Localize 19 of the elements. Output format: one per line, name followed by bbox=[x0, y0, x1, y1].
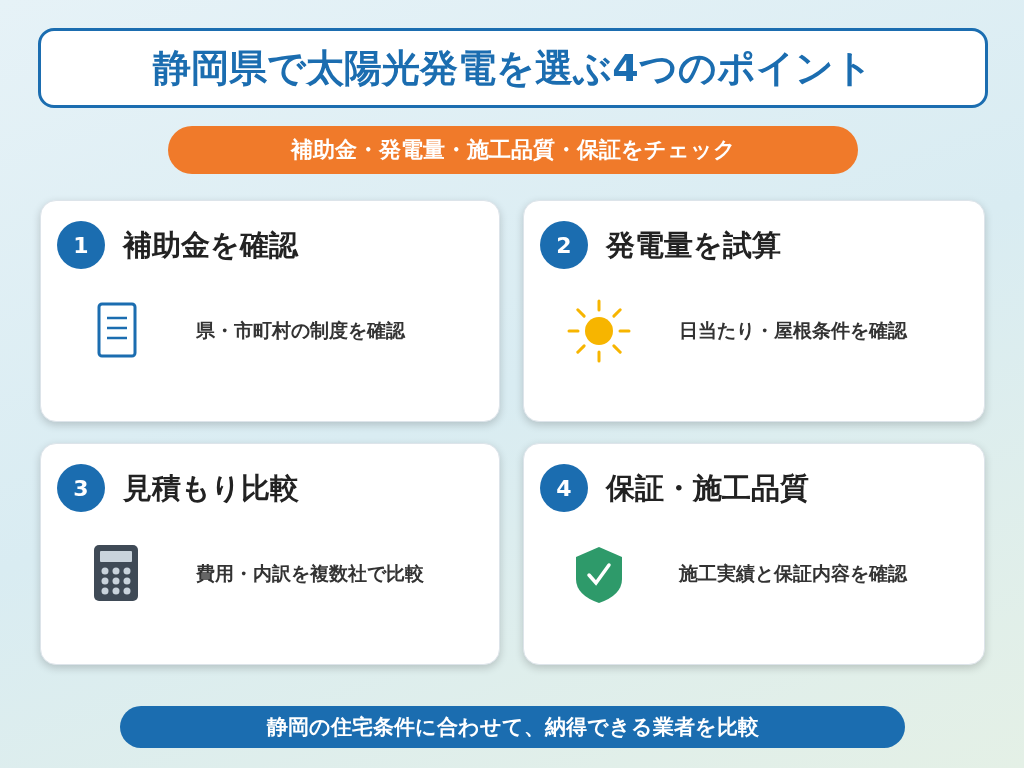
point-card bbox=[40, 443, 500, 665]
title-banner: 静岡県で太陽光発電を選ぶ4つのポイント bbox=[38, 28, 988, 108]
number-badge: 2 bbox=[540, 221, 588, 269]
card-description: 施工実績と保証内容を確認 bbox=[679, 561, 907, 586]
point-card bbox=[40, 200, 500, 422]
number-badge: 4 bbox=[540, 464, 588, 512]
card-heading: 保証・施工品質 bbox=[606, 470, 809, 507]
card-description: 費用・内訳を複数社で比較 bbox=[196, 561, 424, 586]
number-badge: 1 bbox=[57, 221, 105, 269]
point-card bbox=[523, 200, 985, 422]
number-badge: 3 bbox=[57, 464, 105, 512]
card-description: 県・市町村の制度を確認 bbox=[196, 318, 405, 343]
banner: 補助金・発電量・施工品質・保証をチェック bbox=[168, 126, 858, 174]
card-heading: 発電量を試算 bbox=[606, 227, 781, 264]
card-description: 日当たり・屋根条件を確認 bbox=[679, 318, 907, 343]
card-heading: 見積もり比較 bbox=[123, 470, 299, 507]
card-heading: 補助金を確認 bbox=[123, 227, 298, 264]
point-card bbox=[523, 443, 985, 665]
banner: 静岡の住宅条件に合わせて、納得できる業者を比較 bbox=[120, 706, 905, 748]
